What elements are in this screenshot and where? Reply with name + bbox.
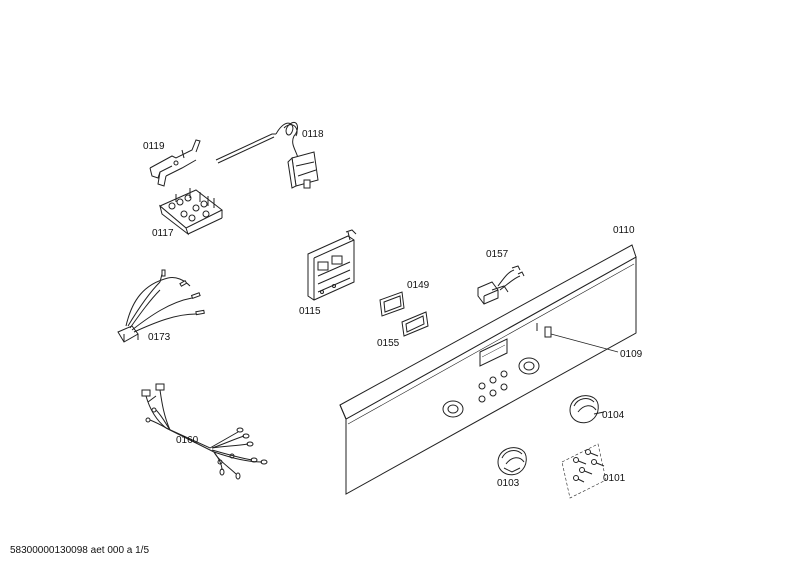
display-frame-0155 [402, 312, 428, 336]
label-0117: 0117 [152, 228, 174, 239]
label-0101: 0101 [603, 473, 626, 484]
document-footer: 58300000130098 aet 000 a 1/5 [10, 545, 150, 556]
label-0157: 0157 [486, 249, 509, 260]
label-0173: 0173 [148, 332, 171, 343]
label-0118: 0118 [302, 129, 324, 140]
label-0104: 0104 [602, 410, 625, 421]
label-0160: 0160 [176, 435, 199, 446]
knob-0103 [498, 448, 526, 475]
label-0110: 0110 [613, 225, 635, 236]
label-0155: 0155 [377, 338, 400, 349]
screws-0101 [562, 444, 606, 498]
cable-harness-0173 [118, 270, 204, 342]
electronic-module-0115 [308, 230, 356, 300]
label-0103: 0103 [497, 478, 520, 489]
label-0119: 0119 [143, 141, 165, 152]
terminal-block-0117 [160, 188, 222, 234]
bracket-0119 [150, 140, 200, 186]
label-0149: 0149 [407, 280, 430, 291]
label-0109: 0109 [620, 349, 643, 360]
thermostat-0118 [216, 122, 318, 188]
switch-0157 [478, 266, 524, 304]
display-window-0149 [380, 292, 404, 316]
label-0115: 0115 [299, 306, 321, 317]
knob-0104 [570, 396, 604, 423]
control-panel-0110 [340, 245, 636, 494]
cable-harness-0160 [142, 384, 267, 479]
